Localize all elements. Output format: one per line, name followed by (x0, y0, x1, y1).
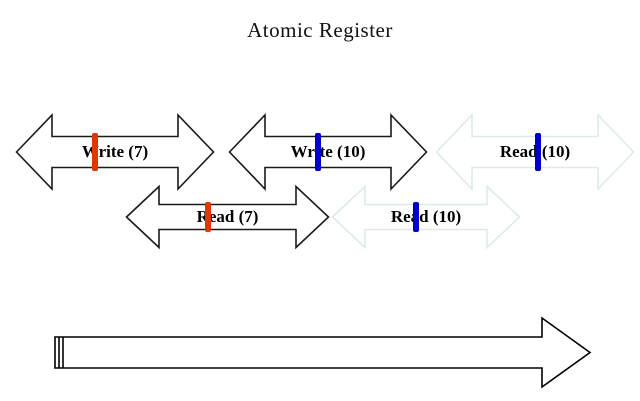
operation-label: Write (7) (81, 142, 149, 161)
operation-label: Read (10) (390, 207, 462, 226)
arrow-write-7: Write (7) (15, 112, 215, 192)
double-arrow-icon (125, 184, 330, 250)
double-arrow-icon (331, 184, 521, 250)
linearization-point-marker (315, 133, 321, 171)
right-arrow-icon (54, 316, 592, 389)
timeline-arrow (53, 315, 593, 389)
arrow-read-10-bottom: Read (10) (331, 184, 521, 250)
diagram-title: Atomic Register (247, 18, 393, 42)
double-arrow-icon (228, 113, 428, 191)
double-arrow-icon (15, 113, 215, 191)
arrow-read-10-top: Read (10) (435, 112, 635, 192)
operation-label: Read (7) (196, 207, 259, 226)
linearization-point-marker (413, 202, 419, 232)
linearization-point-marker (205, 202, 211, 232)
arrow-write-10: Write (10) (228, 112, 428, 192)
arrow-read-7: Read (7) (125, 184, 330, 250)
operation-label: Read (10) (499, 142, 571, 161)
operation-label: Write (10) (290, 142, 366, 161)
linearization-point-marker (92, 133, 98, 171)
linearization-point-marker (535, 133, 541, 171)
